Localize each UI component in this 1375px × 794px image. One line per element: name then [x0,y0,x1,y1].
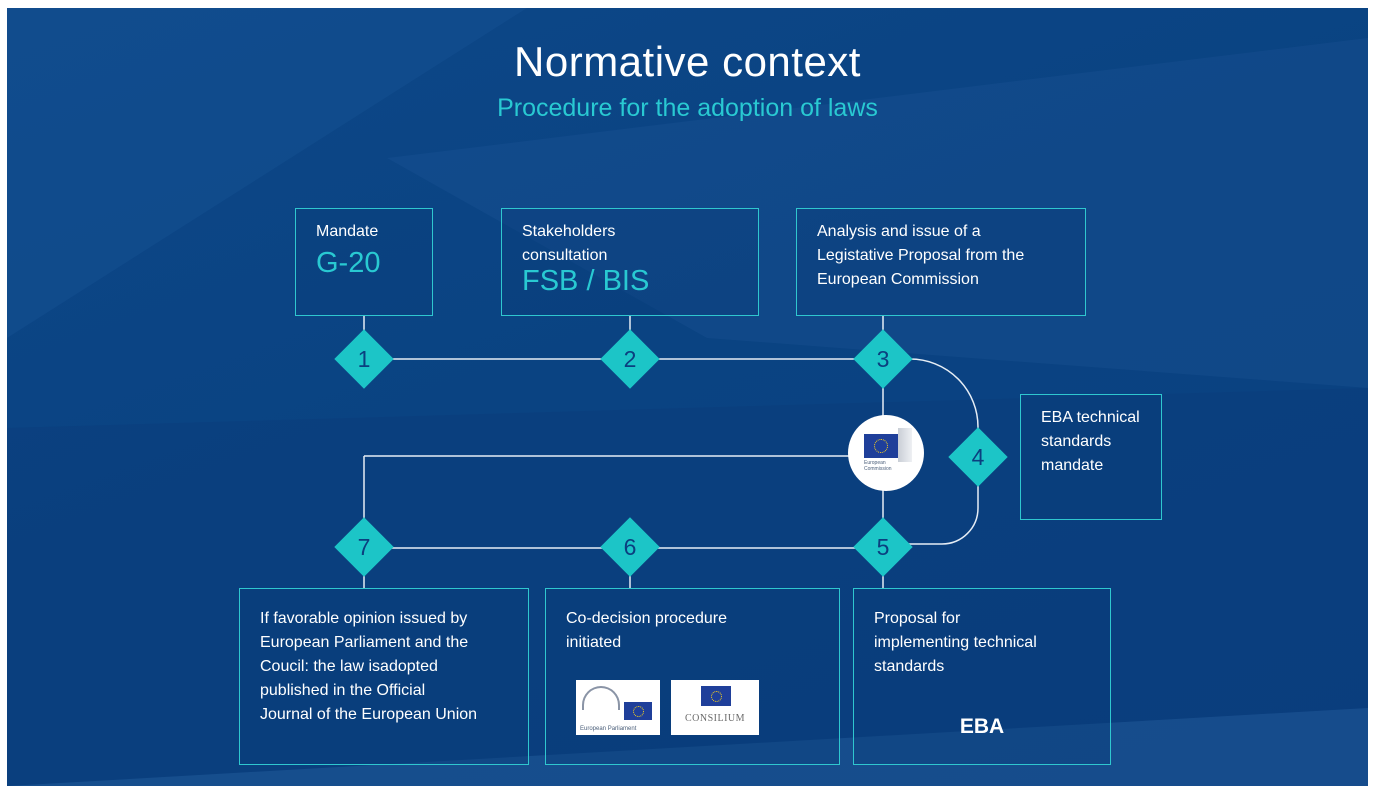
consultation-highlight: FSB / BIS [522,265,650,297]
berlaymont-building-icon [898,428,912,462]
parliament-caption: European Parliament [580,726,637,732]
analysis-box: Analysis and issue of a Legistative Prop… [796,208,1086,316]
step-4-number: 4 [971,443,985,470]
step-1-diamond: 1 [334,329,394,389]
proposal-line1: Proposal for [874,610,961,627]
mandate-box: Mandate G-20 [295,208,433,316]
step-2-diamond: 2 [600,329,660,389]
publication-box: If favorable opinion issued by European … [239,588,529,765]
step-6-diamond: 6 [600,517,660,577]
slide-canvas: Normative context Procedure for the adop… [7,8,1368,786]
consultation-label-line2: consultation [522,247,608,264]
proposal-line3: standards [874,658,945,675]
page-title: Normative context [514,38,861,85]
codecision-line1: Co-decision procedure [566,610,727,627]
step-6-number: 6 [623,533,637,560]
eba-mandate-line2: standards [1041,433,1112,450]
step-4-diamond: 4 [948,427,1008,487]
consultation-box: Stakeholders consultation FSB / BIS [501,208,759,316]
eu-flag-icon [624,702,652,720]
mandate-label: Mandate [316,223,379,240]
publication-line1: If favorable opinion issued by [260,610,468,627]
step-1-number: 1 [357,345,371,372]
hemicycle-icon [582,686,620,710]
publication-line5: Journal of the European Union [260,706,478,723]
council-logo-icon: CONSILIUM [671,680,759,735]
step-3-number: 3 [876,345,890,372]
page-subtitle: Procedure for the adoption of laws [497,94,878,122]
council-caption: CONSILIUM [684,713,746,724]
european-parliament-logo-icon: European Parliament [576,680,660,735]
analysis-line3: European Commission [817,271,979,288]
eu-flag-icon [701,686,731,706]
mandate-highlight: G-20 [316,247,381,279]
codecision-line2: initiated [566,634,622,651]
commission-caption: European Commission [864,460,892,472]
step-5-diamond: 5 [853,517,913,577]
eba-label: EBA [959,715,1005,738]
step-7-diamond: 7 [334,517,394,577]
eba-mandate-line3: mandate [1041,457,1104,474]
step-5-number: 5 [876,533,890,560]
codecision-box: Co-decision procedure initiated [545,588,840,765]
step-3-diamond: 3 [853,329,913,389]
analysis-line1: Analysis and issue of a [817,223,981,240]
step-2-number: 2 [623,345,637,372]
proposal-box: Proposal for implementing technical stan… [853,588,1111,765]
eba-mandate-line1: EBA technical [1041,409,1140,426]
eba-mandate-box: EBA technical standards mandate [1020,394,1162,520]
consultation-label-line1: Stakeholders [522,223,616,240]
publication-line3: Coucil: the law isadopted [260,658,438,675]
proposal-line2: implementing technical [874,634,1037,651]
publication-line2: European Parliament and the [260,634,469,651]
european-commission-logo-icon: European Commission [848,415,924,491]
step-7-number: 7 [357,533,371,560]
analysis-line2: Legistative Proposal from the [817,247,1025,264]
eu-flag-icon [864,434,898,458]
publication-line4: published in the Official [260,682,426,699]
